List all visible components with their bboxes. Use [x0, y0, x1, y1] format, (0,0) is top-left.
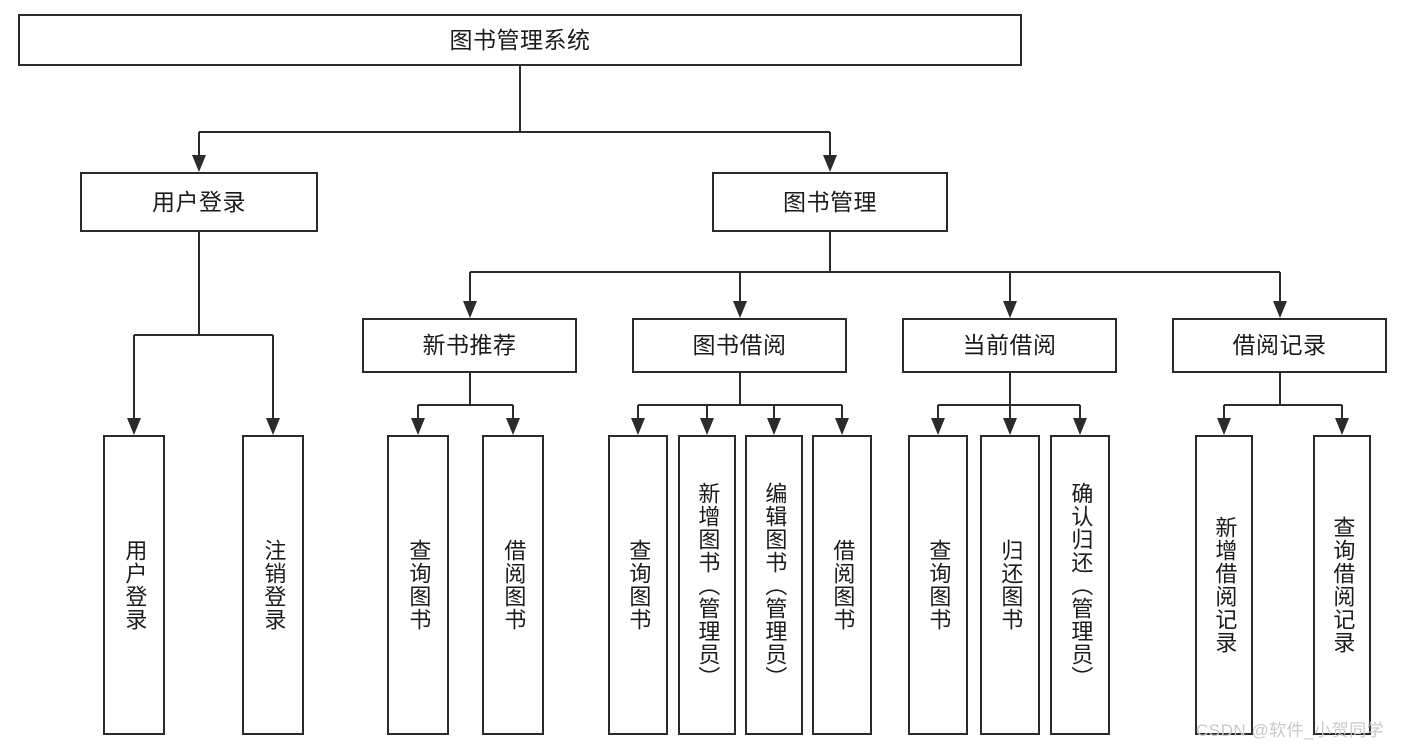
- arrow-icon-leaf13: [1335, 418, 1349, 435]
- connector-drop-leaf3: [417, 405, 419, 418]
- connector-drop-leaf12: [1223, 405, 1225, 418]
- connector-drop-borrow: [738, 272, 741, 301]
- node-leaf12[interactable]: 新增借阅记录: [1195, 435, 1253, 735]
- node-label: 用户登录: [122, 539, 148, 631]
- arrow-icon-records: [1272, 301, 1287, 318]
- node-label: 借阅图书: [830, 539, 856, 631]
- connector-drop-leaf9: [937, 405, 939, 418]
- arrow-icon-leaf5: [631, 418, 645, 435]
- node-bookmgmt[interactable]: 图书管理: [712, 172, 948, 232]
- node-label: 注销登录: [261, 539, 287, 631]
- node-label: 用户登录: [152, 188, 246, 215]
- arrow-icon-leaf2: [266, 418, 280, 435]
- node-leaf4[interactable]: 借阅图书: [482, 435, 544, 735]
- node-label: 归还图书: [998, 539, 1024, 631]
- connector-drop-leaf10: [1009, 405, 1011, 418]
- node-label: 查询图书: [926, 539, 952, 631]
- node-label: 确认归还（管理员）: [1068, 481, 1094, 689]
- node-leaf10[interactable]: 归还图书: [980, 435, 1040, 735]
- node-label: 查询图书: [626, 539, 652, 631]
- connector-drop-leaf8: [841, 405, 843, 418]
- node-leaf8[interactable]: 借阅图书: [812, 435, 872, 735]
- node-label: 新增借阅记录: [1212, 516, 1238, 654]
- node-leaf7[interactable]: 编辑图书（管理员）: [745, 435, 803, 735]
- node-leaf9[interactable]: 查询图书: [908, 435, 968, 735]
- connector-drop-leaf4: [512, 405, 514, 418]
- node-leaf3[interactable]: 查询图书: [387, 435, 449, 735]
- connector-stem-newbook: [468, 373, 471, 405]
- node-login[interactable]: 用户登录: [80, 172, 318, 232]
- connector-stem-records: [1278, 373, 1281, 405]
- node-records[interactable]: 借阅记录: [1172, 318, 1387, 373]
- node-label: 借阅图书: [501, 539, 527, 631]
- node-label: 借阅记录: [1232, 332, 1327, 359]
- arrow-icon-leaf12: [1217, 418, 1231, 435]
- node-leaf1[interactable]: 用户登录: [103, 435, 165, 735]
- node-newbook[interactable]: 新书推荐: [362, 318, 577, 373]
- arrow-icon-leaf9: [931, 418, 945, 435]
- arrow-icon-leaf10: [1003, 418, 1017, 435]
- node-leaf13[interactable]: 查询借阅记录: [1313, 435, 1371, 735]
- connector-drop-leaf11: [1079, 405, 1081, 418]
- connector-drop-leaf1: [133, 335, 135, 418]
- connector-stem-login: [198, 232, 200, 335]
- arrow-icon-leaf11: [1073, 418, 1087, 435]
- connector-bus-borrow: [638, 404, 842, 406]
- node-label: 当前借阅: [962, 332, 1057, 359]
- connector-stem-bookmgmt: [829, 232, 831, 272]
- node-leaf6[interactable]: 新增图书（管理员）: [678, 435, 736, 735]
- connector-stem-root: [519, 66, 521, 132]
- node-label: 图书借阅: [692, 332, 787, 359]
- connector-bus-records: [1224, 404, 1342, 406]
- arrow-icon-leaf4: [506, 418, 520, 435]
- connector-stem-borrow: [738, 373, 741, 405]
- arrow-icon-login: [192, 155, 206, 172]
- node-label: 新增图书（管理员）: [695, 481, 721, 689]
- connector-drop-records: [1278, 272, 1281, 301]
- connector-drop-leaf13: [1341, 405, 1343, 418]
- connector-drop-current: [1008, 272, 1011, 301]
- connector-stem-current: [1008, 373, 1011, 405]
- arrow-icon-current: [1002, 301, 1017, 318]
- node-label: 编辑图书（管理员）: [762, 481, 788, 689]
- connector-bus-root: [199, 131, 830, 133]
- connector-drop-leaf6: [706, 405, 708, 418]
- csdn-watermark: CSDN @软件_小贺同学: [1196, 721, 1385, 740]
- node-leaf2[interactable]: 注销登录: [242, 435, 304, 735]
- node-leaf11[interactable]: 确认归还（管理员）: [1050, 435, 1110, 735]
- connector-drop-leaf2: [272, 335, 274, 418]
- connector-bus-login: [134, 334, 273, 336]
- connector-drop-leaf5: [637, 405, 639, 418]
- node-root[interactable]: 图书管理系统: [18, 14, 1022, 66]
- node-leaf5[interactable]: 查询图书: [608, 435, 668, 735]
- connector-bus-newbook: [418, 404, 513, 406]
- node-current[interactable]: 当前借阅: [902, 318, 1117, 373]
- connector-drop-bookmgmt: [829, 132, 831, 155]
- node-borrow[interactable]: 图书借阅: [632, 318, 847, 373]
- arrow-icon-leaf3: [411, 418, 425, 435]
- arrow-icon-bookmgmt: [823, 155, 837, 172]
- arrow-icon-newbook: [462, 301, 477, 318]
- connector-bus-bookmgmt: [469, 271, 1280, 273]
- arrow-icon-leaf7: [767, 418, 781, 435]
- node-label: 查询图书: [406, 539, 432, 631]
- arrow-icon-borrow: [732, 301, 747, 318]
- node-label: 图书管理: [783, 188, 877, 215]
- arrow-icon-leaf6: [700, 418, 714, 435]
- node-label: 查询借阅记录: [1330, 516, 1356, 654]
- connector-drop-newbook: [468, 272, 471, 301]
- node-label: 新书推荐: [422, 332, 517, 359]
- connector-drop-leaf7: [773, 405, 775, 418]
- arrow-icon-leaf1: [127, 418, 141, 435]
- node-label: 图书管理系统: [449, 26, 591, 53]
- connector-drop-login: [198, 132, 200, 155]
- arrow-icon-leaf8: [835, 418, 849, 435]
